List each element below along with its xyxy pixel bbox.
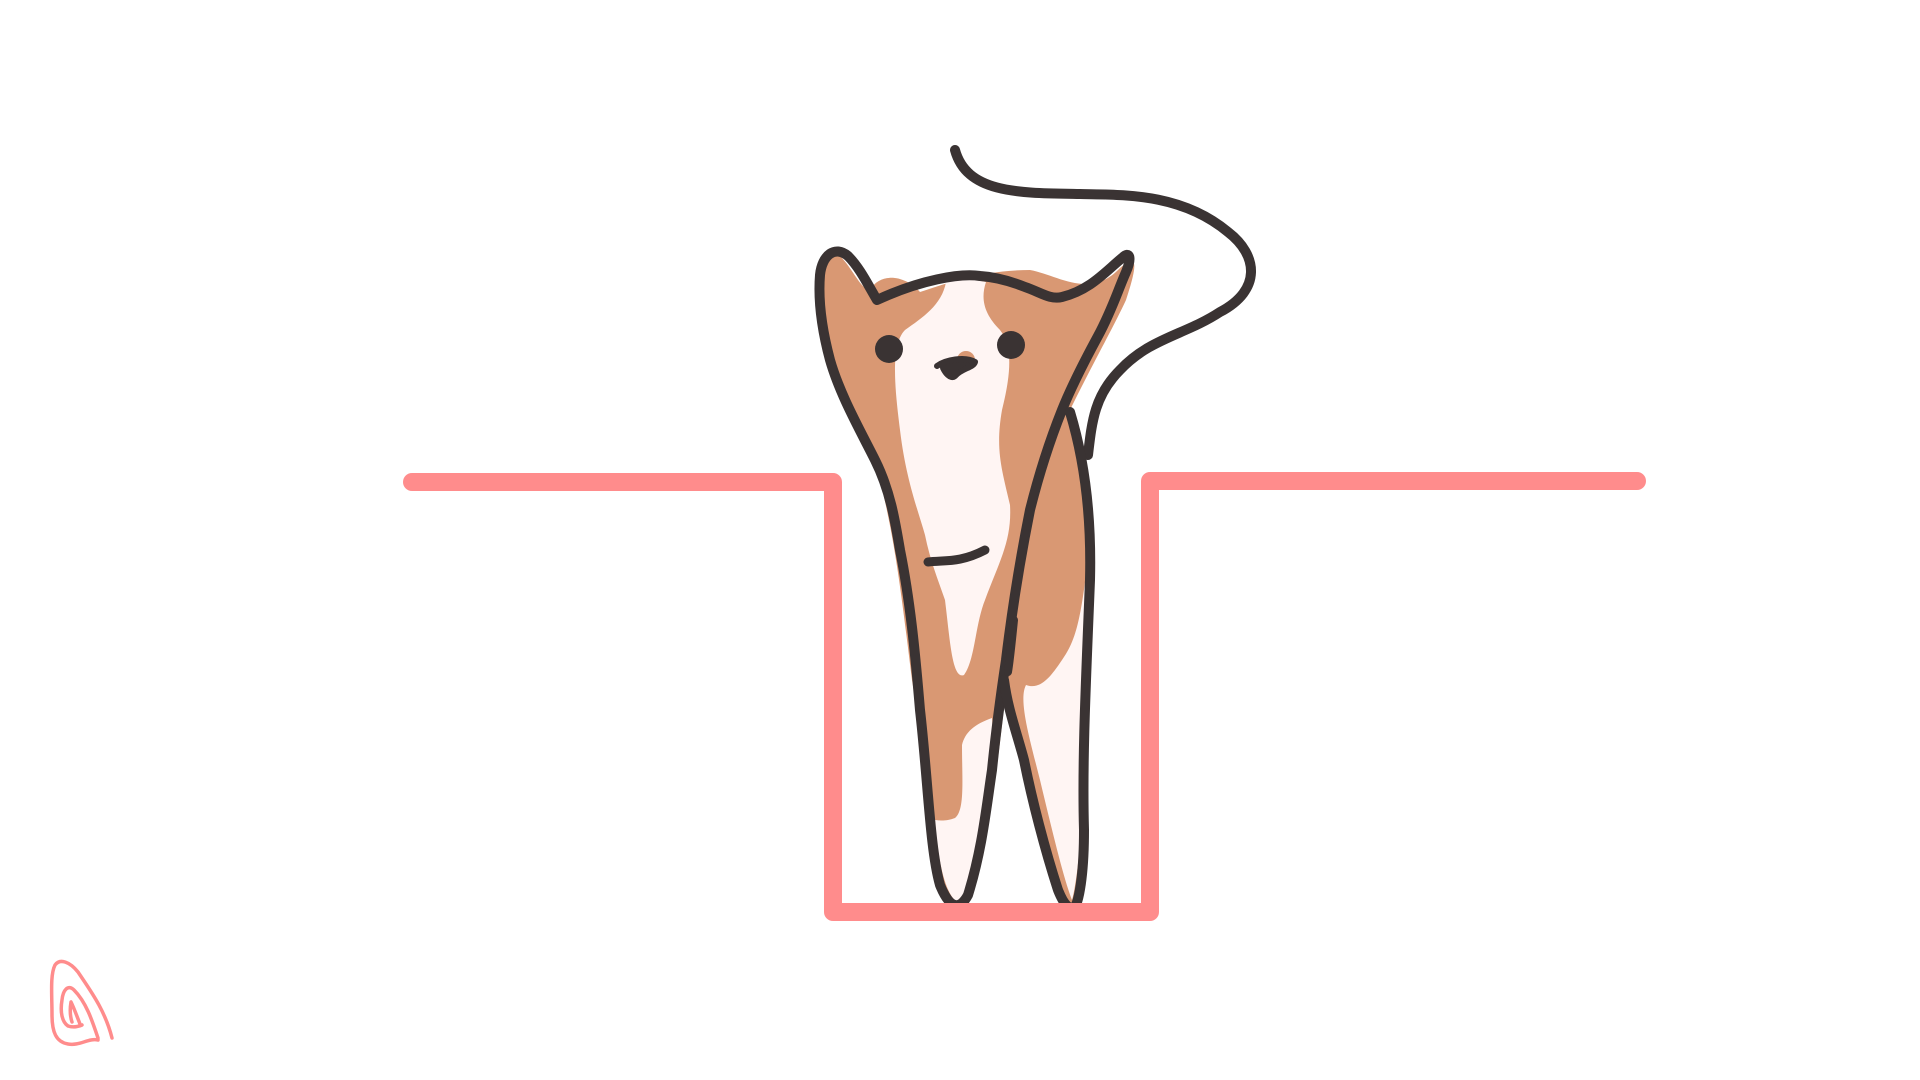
cat-white-leg-left <box>935 718 993 905</box>
spiral-logo-icon <box>49 959 114 1047</box>
cat-right-eye <box>997 331 1025 359</box>
cat-white-face <box>895 279 1011 676</box>
cat-tail <box>950 145 1256 460</box>
box-outline <box>403 472 1646 921</box>
cat-left-eye <box>875 335 903 363</box>
cat-paw-line <box>923 545 990 567</box>
cat-outline-left <box>814 246 1135 911</box>
cat-mouth <box>934 356 978 380</box>
cat-leg-divider <box>1004 616 1018 676</box>
cat-outline-right <box>999 407 1096 913</box>
cat-white-leg-right <box>1023 575 1087 900</box>
